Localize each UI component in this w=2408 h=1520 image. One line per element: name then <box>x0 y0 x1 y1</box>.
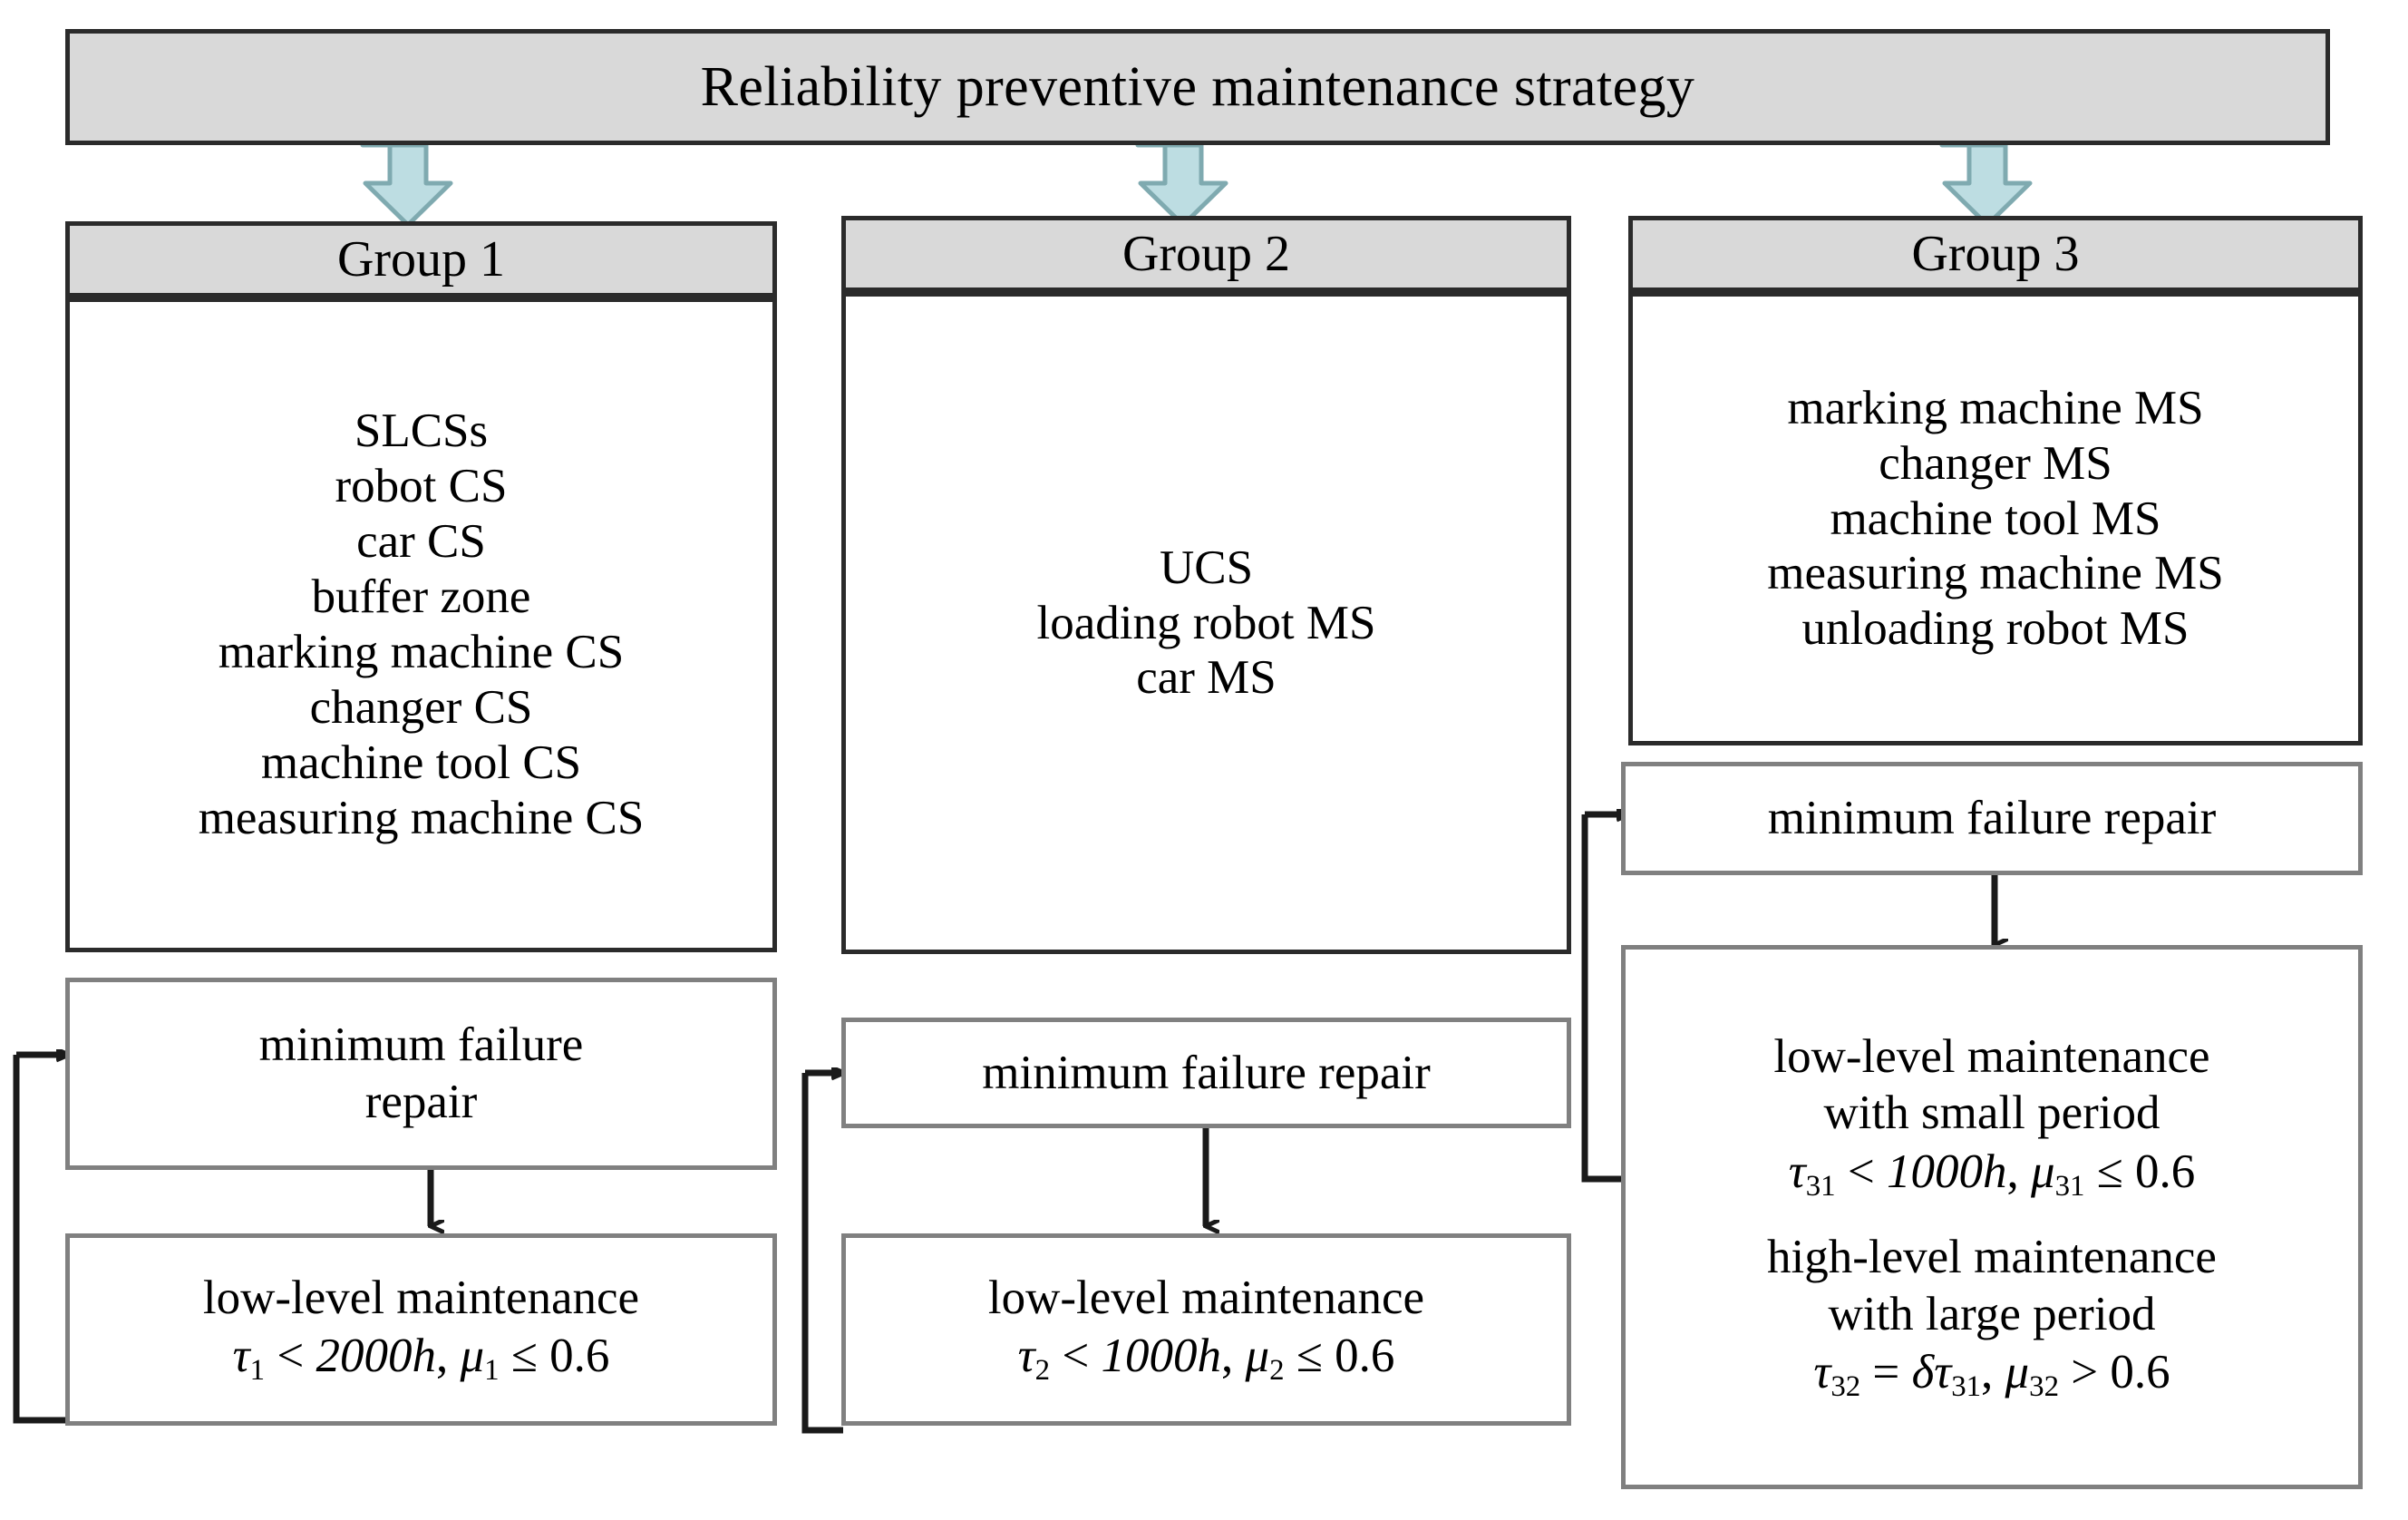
g1-maint-formula: τ1 < 2000h, μ1 ≤ 0.6 <box>232 1330 610 1388</box>
group2-header: Group 2 <box>841 216 1571 292</box>
blue-arrow-group2 <box>1135 142 1228 228</box>
mu-value: 0.6 <box>549 1330 610 1383</box>
g1-repair-line1: minimum failure <box>258 1018 584 1072</box>
tau-symbol: τ <box>1813 1346 1831 1399</box>
mu-op: ≤ <box>1296 1330 1323 1383</box>
tau-symbol: τ <box>232 1330 250 1383</box>
g3-low-label-2: with small period <box>1823 1086 2160 1140</box>
mu-sub: 31 <box>2054 1169 2085 1203</box>
tau-value: 1000h <box>1886 1145 2007 1198</box>
tau2-sub: 31 <box>1951 1370 1982 1404</box>
tau-sub: 32 <box>1830 1370 1861 1404</box>
g2-repair-line1: minimum failure repair <box>982 1046 1431 1099</box>
g1-feedback-connector <box>13 1055 68 1424</box>
list-item: changer MS <box>1879 436 2112 490</box>
group2-items-box: UCS loading robot MS car MS <box>841 292 1571 954</box>
group1-header: Group 1 <box>65 221 777 297</box>
g3-repair-line1: minimum failure repair <box>1767 792 2217 845</box>
list-item: car CS <box>356 515 486 569</box>
tau-op: = <box>1872 1346 1900 1399</box>
list-item: SLCSs <box>354 404 489 458</box>
tau-sub: 1 <box>249 1354 266 1388</box>
group2-item-list: UCS loading robot MS car MS <box>846 297 1567 950</box>
blue-arrow-group1 <box>360 142 453 228</box>
tau-value: 2000h <box>316 1330 436 1383</box>
list-item: car MS <box>1136 651 1277 705</box>
mu-sub: 2 <box>1269 1354 1285 1388</box>
group3-header: Group 3 <box>1628 216 2363 292</box>
group2-minimum-failure-repair-box: minimum failure repair <box>841 1018 1571 1128</box>
blue-arrow-group3 <box>1939 142 2033 228</box>
group1-header-label: Group 1 <box>336 231 506 287</box>
mu-sub: 1 <box>484 1354 500 1388</box>
g2-maint-formula: τ2 < 1000h, μ2 ≤ 0.6 <box>1017 1330 1395 1388</box>
list-item: robot CS <box>335 460 508 513</box>
group1-minimum-failure-repair-box: minimum failure repair <box>65 978 777 1170</box>
list-item: measuring machine CS <box>198 791 645 844</box>
mu-sub: 32 <box>2029 1370 2060 1404</box>
mu-value: 0.6 <box>2135 1145 2196 1198</box>
mu-symbol: μ <box>1245 1330 1270 1383</box>
group1-items-box: SLCSs robot CS car CS buffer zone markin… <box>65 297 777 952</box>
delta-symbol: δ <box>1911 1346 1935 1399</box>
tau2-symbol: τ <box>1934 1346 1952 1399</box>
group3-minimum-failure-repair-box: minimum failure repair <box>1621 762 2363 875</box>
group3-header-label: Group 3 <box>1911 226 2080 282</box>
g3-low-formula: τ31 < 1000h, μ31 ≤ 0.6 <box>1788 1145 2196 1203</box>
tau-sub: 2 <box>1034 1354 1051 1388</box>
list-item: marking machine MS <box>1787 381 2204 434</box>
list-item: unloading robot MS <box>1801 602 2190 656</box>
list-item: machine tool CS <box>260 736 582 789</box>
tau-symbol: τ <box>1017 1330 1035 1383</box>
mu-symbol: μ <box>460 1330 485 1383</box>
g3-low-label-1: low-level maintenance <box>1773 1029 2210 1083</box>
group3-item-list: marking machine MS changer MS machine to… <box>1633 297 2358 741</box>
group2-header-label: Group 2 <box>1121 226 1291 282</box>
mu-value: 0.6 <box>1335 1330 1395 1383</box>
mu-op: ≤ <box>2096 1145 2123 1198</box>
group3-items-box: marking machine MS changer MS machine to… <box>1628 292 2363 745</box>
mu-op: ≤ <box>510 1330 538 1383</box>
tau-op: < <box>1847 1145 1875 1198</box>
mu-op: > <box>2071 1346 2099 1399</box>
g3-high-label-2: with large period <box>1828 1287 2156 1340</box>
list-item: buffer zone <box>311 570 531 624</box>
list-item: UCS <box>1159 541 1254 594</box>
g2-maint-label: low-level maintenance <box>987 1271 1425 1324</box>
strategy-title-bar: Reliability preventive maintenance strat… <box>65 29 2330 145</box>
mu-symbol: μ <box>2030 1145 2055 1198</box>
list-item: changer CS <box>309 680 533 734</box>
g2-feedback-connector <box>801 1073 843 1434</box>
tau-value: 1000h <box>1101 1330 1221 1383</box>
group2-low-level-maintenance-box: low-level maintenance τ2 < 1000h, μ2 ≤ 0… <box>841 1233 1571 1426</box>
group3-maintenance-box: low-level maintenance with small period … <box>1621 945 2363 1489</box>
mu-value: 0.6 <box>2110 1346 2170 1399</box>
g1-maint-label: low-level maintenance <box>202 1271 640 1324</box>
list-item: measuring machine MS <box>1767 547 2224 600</box>
list-item: loading robot MS <box>1036 596 1376 649</box>
group1-item-list: SLCSs robot CS car CS buffer zone markin… <box>70 302 772 948</box>
tau-op: < <box>1062 1330 1090 1383</box>
tau-symbol: τ <box>1788 1145 1806 1198</box>
page-title: Reliability preventive maintenance strat… <box>700 56 1695 118</box>
g3-high-formula: τ32 = δτ31, μ32 > 0.6 <box>1813 1346 2170 1404</box>
list-item: machine tool MS <box>1830 492 2161 545</box>
g3-high-label-1: high-level maintenance <box>1767 1231 2217 1283</box>
group1-low-level-maintenance-box: low-level maintenance τ1 < 2000h, μ1 ≤ 0… <box>65 1233 777 1426</box>
tau-sub: 31 <box>1805 1169 1836 1203</box>
g1-repair-line2: repair <box>364 1076 478 1128</box>
list-item: marking machine CS <box>218 626 625 678</box>
tau-op: < <box>277 1330 305 1383</box>
mu-symbol: μ <box>2005 1346 2030 1399</box>
